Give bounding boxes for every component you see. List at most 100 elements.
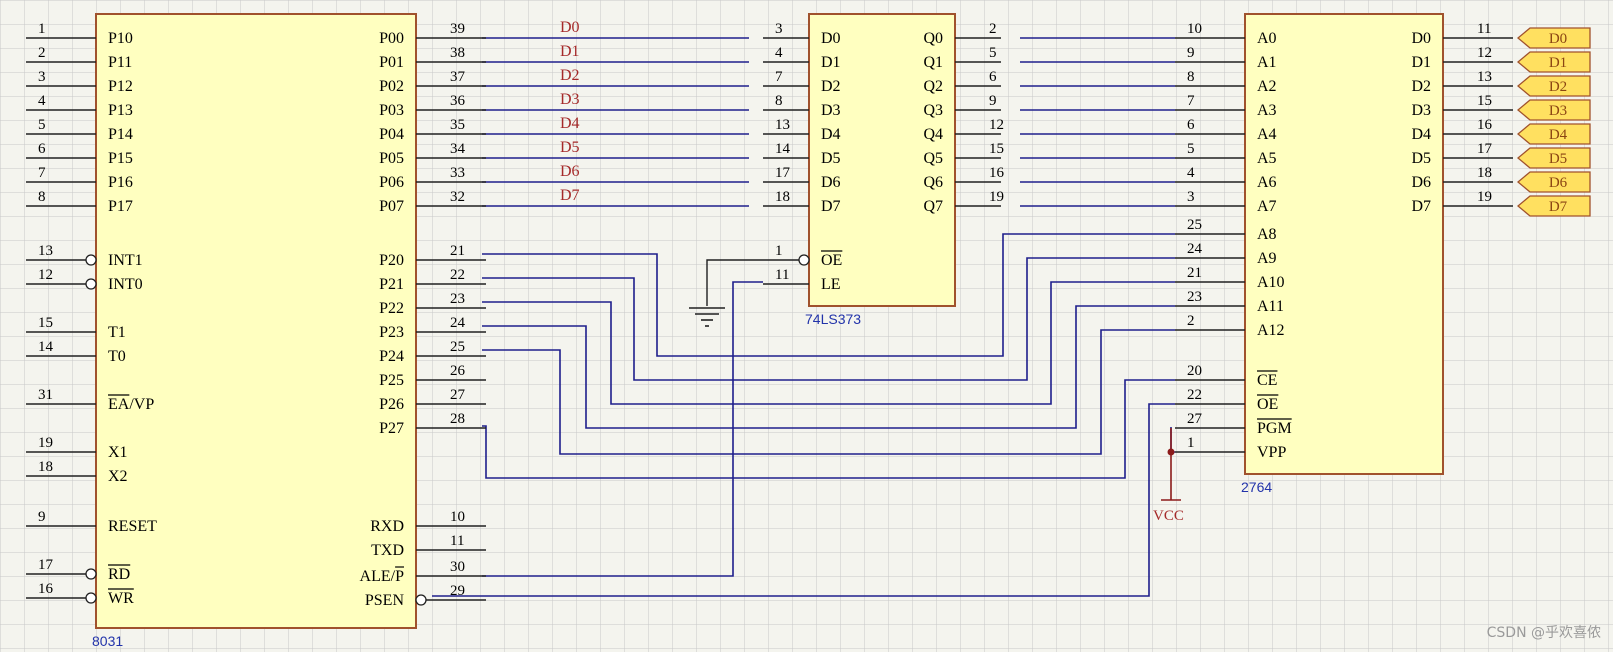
mcu-part-name: 8031 — [92, 633, 123, 649]
mcu-pin-number: 27 — [450, 387, 466, 403]
latch-body[interactable] — [808, 13, 956, 307]
eprom-pin-number: 5 — [1187, 141, 1195, 157]
mcu-pin-number: 36 — [450, 93, 466, 109]
mcu-pin-number: 5 — [38, 117, 46, 133]
watermark: CSDN @乎欢喜侬 — [1486, 625, 1601, 641]
eprom-right-pin-label-d7: D7 — [1411, 198, 1431, 215]
mcu-pin-number: 33 — [450, 165, 465, 181]
mcu-right-pin-label-p01: P01 — [379, 54, 404, 71]
net-label-d1: D1 — [560, 43, 580, 60]
output-port-d6[interactable]: D6 — [1516, 171, 1591, 193]
ground-symbol — [689, 307, 725, 327]
mcu-pin-number: 8 — [38, 189, 46, 205]
junction-dot — [1167, 448, 1175, 456]
eprom-pin-number: 4 — [1187, 165, 1195, 181]
latch-right-pin-label-q1: Q1 — [923, 54, 943, 71]
latch-pin-number: 5 — [989, 45, 997, 61]
latch-pin-number: 3 — [775, 21, 783, 37]
net-label-d3: D3 — [560, 91, 580, 108]
latch-pin-number: 18 — [775, 189, 790, 205]
mcu-body[interactable] — [95, 13, 417, 629]
latch-left-pin-label-d4: D4 — [821, 126, 841, 143]
mcu-right-pin-label-p03: P03 — [379, 102, 404, 119]
eprom-right-pin-label-d2: D2 — [1411, 78, 1431, 95]
port-flag-shape — [1516, 51, 1591, 73]
mcu-left-pin-label-int1: INT1 — [108, 252, 143, 269]
mcu-right-pin-label-p23: P23 — [379, 324, 404, 341]
chip-mcu[interactable]: 1P102P113P124P135P146P157P168P1713INT112… — [26, 13, 486, 649]
eprom-pin-number: 11 — [1477, 21, 1491, 37]
mcu-inversion-bubble — [415, 594, 427, 606]
eprom-left-pin-label-a3: A3 — [1257, 102, 1277, 119]
latch-left-pin-label-d5: D5 — [821, 150, 841, 167]
eprom-pin-number: 18 — [1477, 165, 1492, 181]
port-flag-shape — [1516, 123, 1591, 145]
mcu-left-pin-label-reset: RESET — [108, 518, 157, 535]
latch-right-pin-label-q6: Q6 — [923, 174, 943, 191]
eprom-left-pin-label-a4: A4 — [1257, 126, 1277, 143]
eprom-pin-number: 19 — [1477, 189, 1492, 205]
output-port-d7[interactable]: D7 — [1516, 195, 1591, 217]
mcu-left-pin-label-p13: P13 — [108, 102, 133, 119]
mcu-left-pin-label-int0: INT0 — [108, 276, 143, 293]
net-label-d2: D2 — [560, 67, 580, 84]
mcu-inversion-bubble — [85, 278, 97, 290]
mcu-pin-number: 6 — [38, 141, 46, 157]
eprom-right-pin-label-d6: D6 — [1411, 174, 1431, 191]
eprom-left-pin-label-oe: OE — [1257, 396, 1278, 413]
eprom-pin-number: 22 — [1187, 387, 1202, 403]
output-port-d1[interactable]: D1 — [1516, 51, 1591, 73]
mcu-left-pin-label-p10: P10 — [108, 30, 133, 47]
net-label-d5: D5 — [560, 139, 580, 156]
latch-pin-number: 8 — [775, 93, 783, 109]
mcu-pin-number: 18 — [38, 459, 53, 475]
mcu-pin-number: 24 — [450, 315, 466, 331]
mcu-inversion-bubble — [85, 568, 97, 580]
mcu-pin-number: 32 — [450, 189, 465, 205]
mcu-pin-number: 13 — [38, 243, 53, 259]
latch-right-pin-label-q3: Q3 — [923, 102, 943, 119]
mcu-left-pin-label-p12: P12 — [108, 78, 133, 95]
latch-left-pin-label-d2: D2 — [821, 78, 841, 95]
port-flag-label: D6 — [1549, 175, 1568, 191]
eprom-left-pin-label-ce: CE — [1257, 372, 1277, 389]
eprom-left-pin-label-a6: A6 — [1257, 174, 1277, 191]
chip-eprom[interactable]: 10A09A18A27A36A45A54A63A725A824A921A1023… — [1175, 13, 1513, 495]
eprom-pin-number: 20 — [1187, 363, 1202, 379]
data-bus-wires — [482, 37, 749, 207]
eprom-left-pin-label-a10: A10 — [1257, 274, 1285, 291]
net-label-d0: D0 — [560, 19, 580, 36]
latch-pin-number: 7 — [775, 69, 783, 85]
mcu-right-pin-label-p26: P26 — [379, 396, 404, 413]
mcu-pin-number: 12 — [38, 267, 53, 283]
eprom-left-pin-label-a9: A9 — [1257, 250, 1277, 267]
port-flag-label: D0 — [1549, 31, 1567, 47]
mcu-pin-number: 35 — [450, 117, 465, 133]
mcu-left-pin-label-p14: P14 — [108, 126, 133, 143]
eprom-pin-number: 25 — [1187, 217, 1202, 233]
mcu-left-pin-label-p15: P15 — [108, 150, 133, 167]
eprom-left-pin-label-a5: A5 — [1257, 150, 1277, 167]
eprom-pin-number: 12 — [1477, 45, 1492, 61]
mcu-pin-number: 4 — [38, 93, 46, 109]
oe-ground-wire — [706, 259, 763, 306]
eprom-body[interactable] — [1244, 13, 1444, 475]
latch-pin-number: 1 — [775, 243, 783, 259]
mcu-pin-number: 34 — [450, 141, 466, 157]
mcu-left-pin-label-x1: X1 — [108, 444, 128, 461]
mcu-pin-number: 23 — [450, 291, 465, 307]
mcu-left-pin-label-p16: P16 — [108, 174, 133, 191]
output-port-d0[interactable]: D0 — [1516, 27, 1591, 49]
output-port-d3[interactable]: D3 — [1516, 99, 1591, 121]
output-port-d4[interactable]: D4 — [1516, 123, 1591, 145]
eprom-left-pin-label-a11: A11 — [1257, 298, 1284, 315]
eprom-pin-number: 7 — [1187, 93, 1195, 109]
eprom-pin-number: 8 — [1187, 69, 1195, 85]
chip-latch[interactable]: 3D04D17D28D313D414D517D618D71OE11LE2Q05Q… — [763, 13, 1005, 327]
port-flag-shape — [1516, 75, 1591, 97]
mcu-right-pin-label-p07: P07 — [379, 198, 404, 215]
output-port-d2[interactable]: D2 — [1516, 75, 1591, 97]
port-flag-label: D7 — [1549, 199, 1568, 215]
output-port-d5[interactable]: D5 — [1516, 147, 1591, 169]
